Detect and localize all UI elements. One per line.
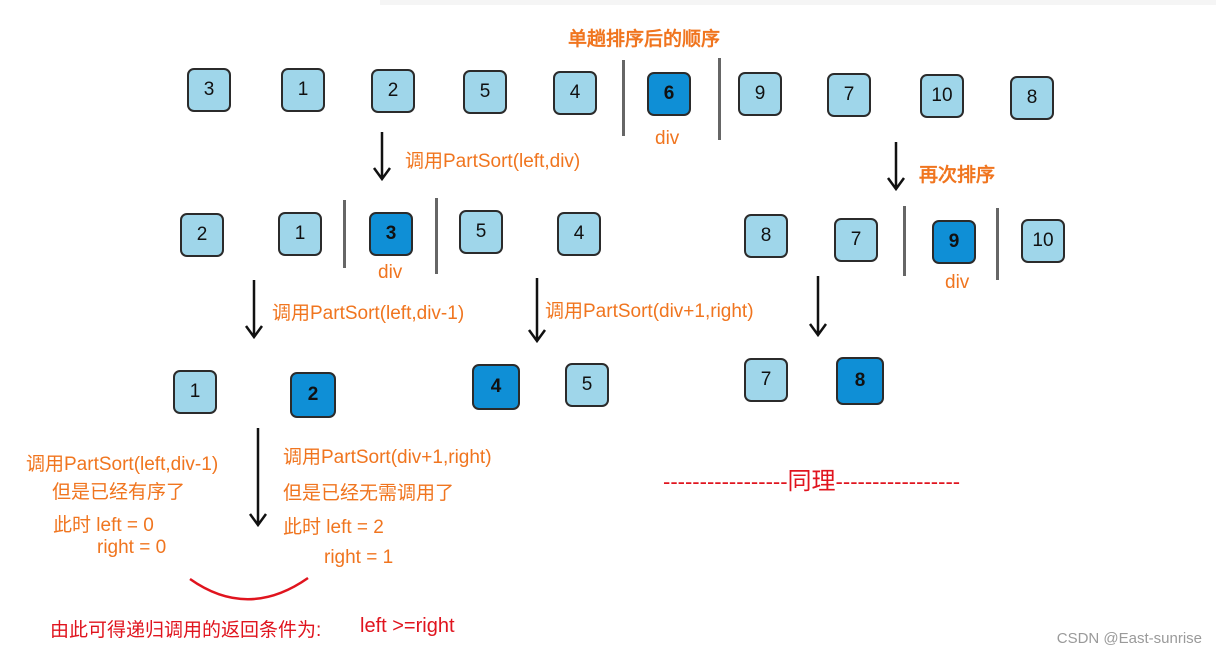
- row3-b-box-2: 5: [565, 363, 609, 407]
- brace-curve: [189, 576, 309, 601]
- note-left-line-3: 此时 left = 0: [53, 515, 154, 536]
- row1-box-1: 3: [187, 68, 231, 112]
- call-left-div-label: 调用PartSort(left,div): [405, 151, 581, 172]
- row2-left-pivot-label: div: [378, 262, 403, 283]
- row2-left-box-5: 4: [557, 212, 601, 256]
- note-left-line-4: right = 0: [97, 537, 167, 558]
- down-arrow-icon: [372, 130, 392, 182]
- re-sort-label: 再次排序: [919, 165, 996, 186]
- row1-box-4: 5: [463, 70, 507, 114]
- row1-box-2: 1: [281, 68, 325, 112]
- call-div-plus-1-right-label: 调用PartSort(div+1,right): [545, 301, 754, 322]
- row1-box-9: 10: [920, 74, 964, 118]
- top-label: 单趟排序后的顺序: [568, 29, 721, 50]
- row2-right-divider-right: [996, 208, 999, 280]
- row3-b-box-1-pivot: 4: [472, 364, 520, 410]
- row2-left-divider-right: [435, 198, 438, 274]
- row1-box-3: 2: [371, 69, 415, 113]
- same-reason-line: -----------------同理-----------------: [663, 461, 960, 496]
- note-right-line-4: right = 1: [324, 547, 394, 568]
- row1-divider-left: [622, 60, 625, 136]
- row2-right-pivot-label: div: [945, 272, 970, 293]
- down-arrow-icon: [248, 426, 268, 528]
- top-strip: [380, 0, 1216, 5]
- row1-box-6-pivot: 6: [647, 72, 691, 116]
- same-reason-text: 同理: [787, 468, 836, 495]
- note-right-line-2: 但是已经无需调用了: [283, 483, 455, 504]
- down-arrow-icon: [244, 278, 264, 340]
- note-left-line-2: 但是已经有序了: [52, 482, 186, 503]
- down-arrow-icon: [886, 140, 906, 192]
- row2-right-box-1: 8: [744, 214, 788, 258]
- note-right-line-1: 调用PartSort(div+1,right): [283, 447, 492, 468]
- row2-left-divider-left: [343, 200, 346, 268]
- row1-box-7: 9: [738, 72, 782, 116]
- row1-box-5: 4: [553, 71, 597, 115]
- note-right-line-3: 此时 left = 2: [283, 517, 384, 538]
- dashes-right: -----------------: [835, 469, 961, 494]
- row1-box-8: 7: [827, 73, 871, 117]
- row2-left-box-3-pivot: 3: [369, 212, 413, 256]
- row3-a-box-2-pivot: 2: [290, 372, 336, 418]
- row1-divider-right: [718, 58, 721, 140]
- dashes-left: -----------------: [663, 469, 788, 494]
- row2-right-box-4: 10: [1021, 219, 1065, 263]
- row3-a-box-1: 1: [173, 370, 217, 414]
- row1-pivot-label: div: [655, 128, 680, 149]
- note-left-line-1: 调用PartSort(left,div-1): [26, 454, 219, 475]
- row2-left-box-4: 5: [459, 210, 503, 254]
- conclusion-text: 由此可得递归调用的返回条件为:: [50, 620, 322, 641]
- call-left-div-minus-1-label: 调用PartSort(left,div-1): [272, 303, 465, 324]
- row2-right-box-3-pivot: 9: [932, 220, 976, 264]
- down-arrow-icon: [808, 274, 828, 338]
- row2-left-box-1: 2: [180, 213, 224, 257]
- watermark: CSDN @East-sunrise: [1056, 630, 1202, 647]
- row2-right-box-2: 7: [834, 218, 878, 262]
- row3-c-box-1: 7: [744, 358, 788, 402]
- row2-left-box-2: 1: [278, 212, 322, 256]
- row1-box-10: 8: [1010, 76, 1054, 120]
- row2-right-divider-left: [903, 206, 906, 276]
- conclusion-condition: left >=right: [360, 615, 455, 637]
- down-arrow-icon: [527, 276, 547, 344]
- row3-c-box-2-pivot: 8: [836, 357, 884, 405]
